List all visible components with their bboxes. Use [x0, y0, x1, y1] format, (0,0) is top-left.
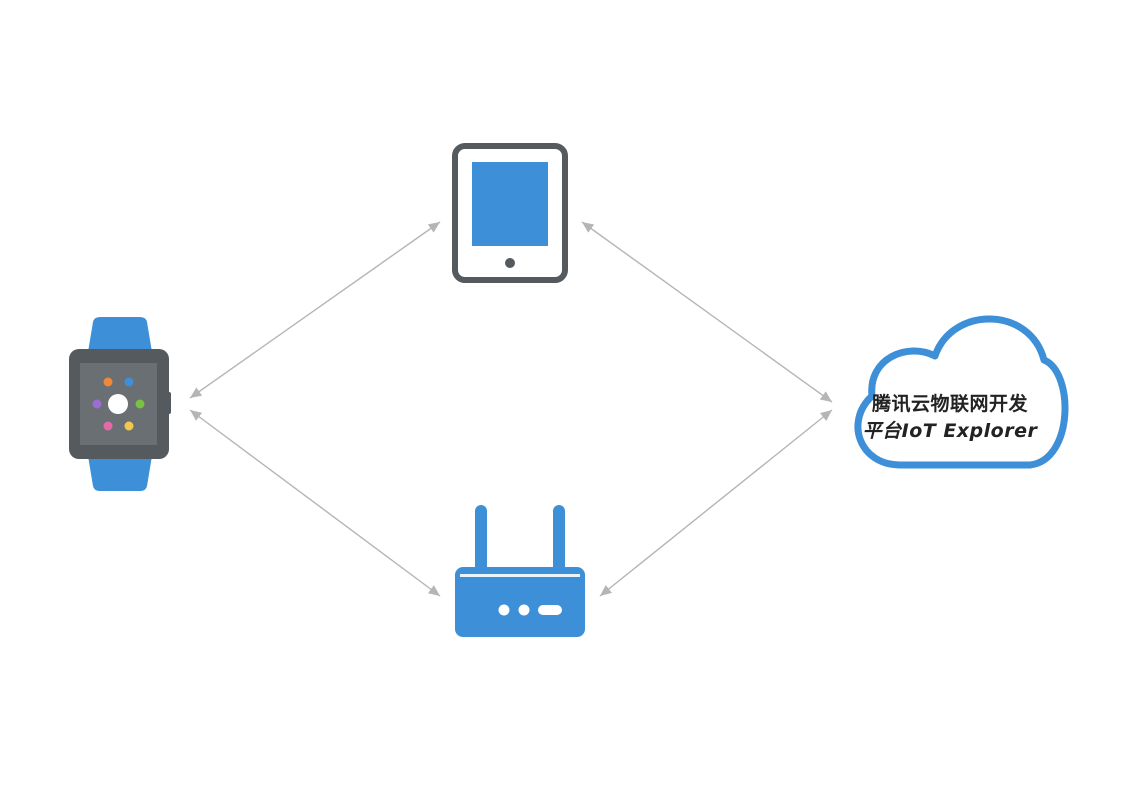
- smartwatch-icon: [69, 317, 171, 491]
- arrow-tablet-cloud: [581, 221, 833, 403]
- tablet-icon: [452, 143, 568, 283]
- arrow-watch-router: [189, 409, 441, 597]
- arrow-router-cloud: [599, 409, 833, 597]
- cloud-icon: [854, 315, 1069, 469]
- cloud-label-line-2: 平台IoT Explorer: [862, 420, 1038, 442]
- cloud-label-line-1: 腾讯云物联网开发: [871, 393, 1028, 415]
- router-icon: [455, 505, 585, 637]
- arrow-watch-tablet: [189, 221, 441, 399]
